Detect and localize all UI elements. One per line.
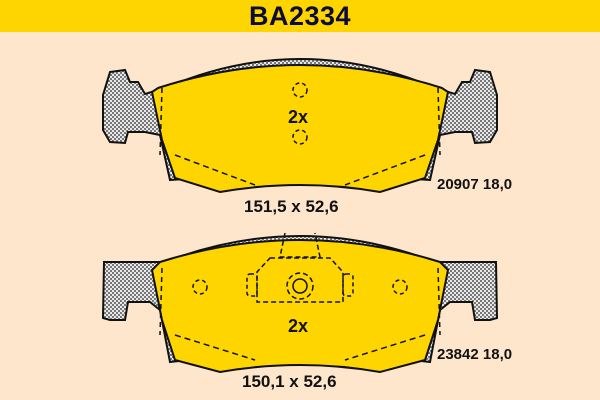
pad-1-code: 20907 18,0 — [437, 176, 513, 193]
pad-2-dimensions: 150,1 x 52,6 — [242, 372, 337, 391]
header-bar: BA2334 — [0, 0, 600, 32]
brake-pad-1 — [102, 58, 498, 194]
pad-1-dimensions: 151,5 x 52,6 — [244, 197, 339, 216]
brake-pad-2 — [101, 232, 499, 374]
friction-material-1 — [150, 64, 450, 194]
pad-2-quantity: 2x — [288, 316, 309, 336]
part-number-title: BA2334 — [248, 1, 352, 31]
friction-material-2 — [150, 239, 450, 374]
pad-1-quantity: 2x — [288, 107, 309, 127]
pad-2-code: 23842 18,0 — [437, 346, 513, 363]
